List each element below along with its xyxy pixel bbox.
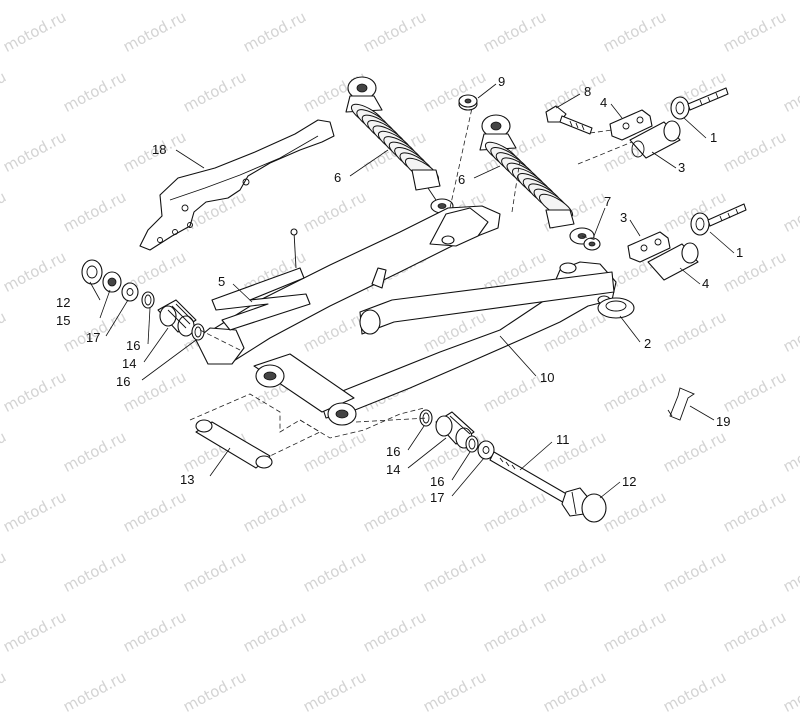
part-9-nut — [458, 94, 478, 111]
watermark-text: motod.ru — [720, 607, 790, 656]
callout-15: 15 — [56, 313, 70, 328]
watermark-text: motod.ru — [660, 667, 730, 716]
callout-12-left: 12 — [56, 295, 70, 310]
callout-18: 18 — [152, 142, 166, 157]
part-14-bearing-right — [435, 411, 475, 449]
part-10-swingarm — [195, 205, 617, 426]
callout-12-right: 12 — [622, 474, 636, 489]
callout-16-left-a: 16 — [126, 338, 140, 353]
part-8-bolt — [545, 105, 593, 135]
part-4-sleeve-lower — [647, 242, 699, 281]
callout-1-upper: 1 — [710, 130, 717, 145]
callout-16-right-a: 16 — [386, 444, 400, 459]
watermark-text: motod.ru — [300, 667, 370, 716]
part-16-seal-right-a — [419, 409, 433, 427]
leader-lines — [89, 83, 735, 499]
part-17-washer-right — [477, 440, 495, 460]
part-6-shock-absorber-left — [345, 76, 454, 214]
callout-7: 7 — [604, 194, 611, 209]
callout-2: 2 — [644, 336, 651, 351]
callout-4-upper: 4 — [600, 95, 607, 110]
part-16-seal-left-b — [191, 323, 205, 341]
callout-8: 8 — [584, 84, 591, 99]
callout-11: 11 — [556, 432, 570, 447]
callout-10: 10 — [540, 370, 554, 385]
assembly-lines — [199, 107, 633, 439]
callout-17-left: 17 — [86, 330, 100, 345]
watermark-text: motod.ru — [60, 667, 130, 716]
callout-9: 9 — [498, 74, 505, 89]
watermark-text: motod.ru — [0, 607, 70, 656]
callout-1-lower: 1 — [736, 245, 743, 260]
watermark-text: motod.ru — [480, 607, 550, 656]
watermark-text: motod.ru — [540, 667, 610, 716]
part-16-seal-right-b — [465, 435, 479, 453]
callout-labels: 18 6 6 9 8 4 1 3 7 3 1 4 5 2 10 19 11 12… — [56, 74, 743, 505]
watermark-text: motod.ru — [420, 667, 490, 716]
callout-3-lower: 3 — [620, 210, 627, 225]
part-19-clip — [667, 387, 695, 421]
part-2-pad — [597, 297, 635, 319]
part-7-nut — [583, 237, 601, 251]
part-16-seal-left-a — [141, 291, 155, 309]
watermark-text: motod.ru — [180, 667, 250, 716]
callout-5: 5 — [218, 274, 225, 289]
part-15-bushing — [102, 271, 122, 293]
part-1-bolt-lower — [690, 203, 747, 236]
part-1-bolt-upper — [670, 87, 729, 120]
swingarm-exploded-diagram: 18 6 6 9 8 4 1 3 7 3 1 4 5 2 10 19 11 12… — [56, 74, 747, 523]
part-4-bracket-upper — [609, 109, 653, 141]
callout-17-right: 17 — [430, 490, 444, 505]
callout-16-left-b: 16 — [116, 374, 130, 389]
callout-6-right: 6 — [458, 172, 465, 187]
part-12-cap-left — [81, 259, 103, 285]
part-11-pivot-bolt — [489, 451, 591, 517]
watermark-text: motod.ru — [780, 667, 800, 716]
callout-19: 19 — [716, 414, 730, 429]
callout-16-right-b: 16 — [430, 474, 444, 489]
callout-4-lower: 4 — [702, 276, 709, 291]
part-14-bearing-left — [157, 299, 197, 337]
callout-14-left: 14 — [122, 356, 136, 371]
callout-3-upper: 3 — [678, 160, 685, 175]
part-17-washer-left — [121, 282, 139, 302]
watermark-text: motod.ru — [360, 607, 430, 656]
callout-13: 13 — [180, 472, 194, 487]
watermark-text: motod.ru — [600, 607, 670, 656]
watermark-text: motod.ru — [0, 667, 10, 716]
watermark-text: motod.ru — [240, 607, 310, 656]
part-12-cap-right — [581, 493, 607, 523]
watermark-text: motod.ru — [120, 607, 190, 656]
part-18-chain-guard — [139, 119, 335, 251]
part-5-bracket — [211, 228, 311, 331]
part-13-spindle — [189, 393, 321, 469]
part-3-sleeve-upper — [629, 120, 681, 159]
callout-6-left: 6 — [334, 170, 341, 185]
callout-14-right: 14 — [386, 462, 400, 477]
part-6-shock-absorber-right — [479, 114, 595, 245]
part-3-bracket-lower — [627, 231, 671, 263]
